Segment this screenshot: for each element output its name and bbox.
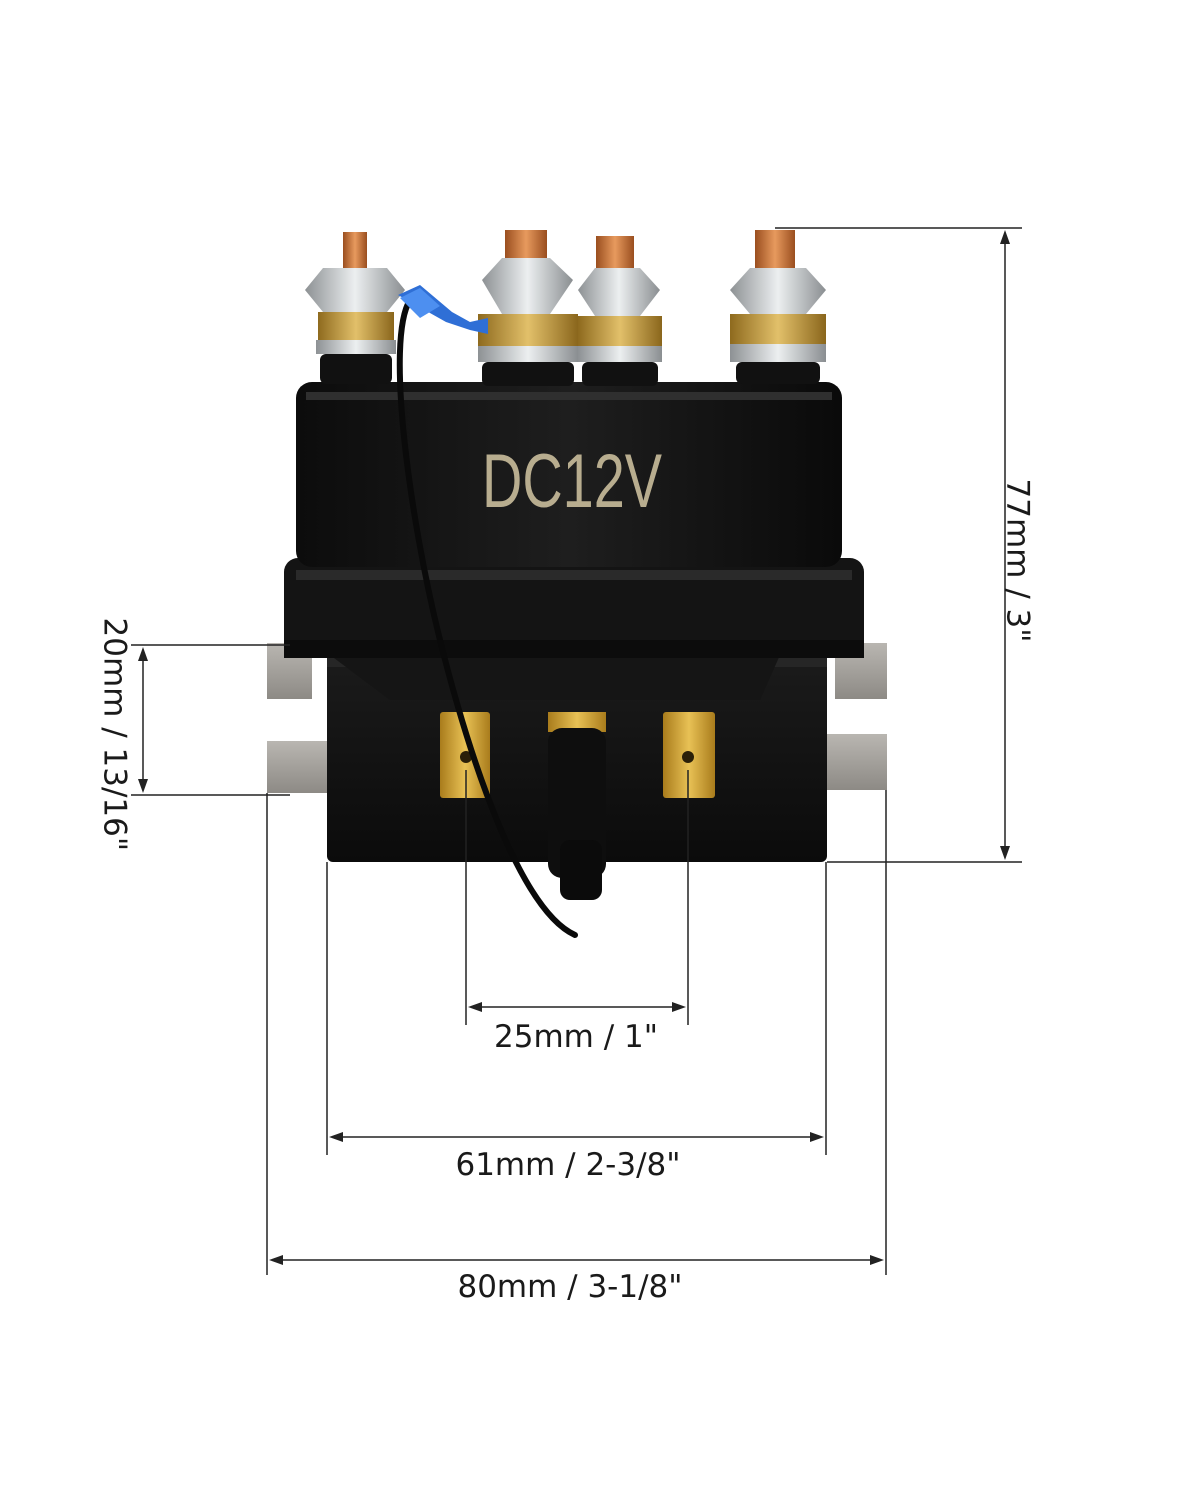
winch-solenoid-relay: DC12V (267, 230, 887, 938)
terminal-stud-1 (305, 232, 405, 384)
dimension-body-width (326, 862, 827, 1155)
upper-housing: DC12V (296, 382, 842, 567)
terminal-stud-4 (730, 230, 826, 384)
overall-width-label: 80mm / 3-1/8" (457, 1269, 683, 1305)
body-width-label: 61mm / 2-3/8" (455, 1147, 681, 1183)
spade-terminal-right (663, 712, 715, 798)
housing-flange (284, 558, 864, 658)
control-wire (396, 285, 578, 938)
dimension-overall-width (266, 790, 887, 1275)
terminal-spacing-label: 25mm / 1" (494, 1019, 658, 1055)
overall-height-label: 77mm / 3" (999, 478, 1036, 643)
terminal-stud-2 (478, 230, 578, 386)
stud-spacing-label: 20mm / 13/16" (96, 617, 133, 852)
terminal-stud-3 (578, 236, 662, 386)
dimension-lines (131, 227, 1022, 1275)
spade-terminal-center (548, 712, 606, 900)
dimension-overall-height (775, 227, 1022, 863)
dimension-terminal-spacing (465, 770, 689, 1025)
housing-label: DC12V (482, 439, 662, 524)
dimension-stud-spacing (131, 644, 290, 796)
